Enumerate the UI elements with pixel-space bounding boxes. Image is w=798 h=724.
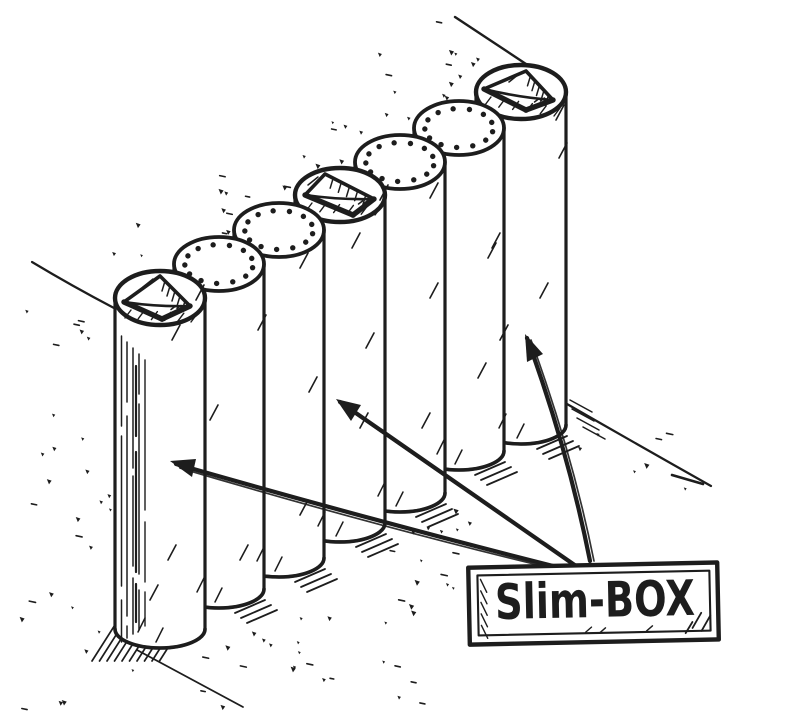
stray-ground-line: [136, 649, 244, 708]
arrow-head-middle: [336, 399, 361, 421]
slim-box-cap: [121, 274, 198, 323]
soil-texture-front: [19, 104, 713, 711]
slim-box-label: Slim-BOX: [466, 560, 721, 647]
cap-corner-knot: [368, 197, 374, 203]
leader-arrows: [170, 334, 595, 572]
slim-box-cap: [302, 172, 382, 218]
arrow-head-back: [525, 334, 543, 362]
arrow-to-middle-pile: [337, 399, 579, 569]
ground-edge-right: [136, 399, 713, 708]
ground-edge-lines: [30, 15, 528, 310]
soil-stipple-band: [73, 20, 480, 341]
label-box-hatching: [479, 578, 712, 639]
cap-corner-knot: [523, 107, 529, 113]
soil-stipple-front: [19, 309, 687, 711]
rebar-dots: [363, 140, 437, 185]
label-text: Slim-BOX: [494, 570, 695, 631]
pile-1: [112, 268, 208, 650]
ground-edge-top-right: [453, 15, 528, 66]
arrow-to-back-pile-echo: [530, 339, 595, 562]
arrow-to-back-pile: [524, 335, 593, 564]
rebar-dots: [182, 242, 256, 287]
ground-edge-left: [30, 260, 116, 310]
cap-corner-knot: [184, 304, 190, 310]
pile-wall: [112, 62, 569, 650]
base-shadow-hatching: [234, 435, 580, 624]
pile-surface-ticks: [137, 104, 568, 643]
arrow-to-front-pile: [173, 461, 564, 571]
label-box-border: [466, 560, 721, 647]
arrow-head-front: [170, 459, 196, 477]
label-box-inner-border: [476, 569, 712, 637]
cap-corner-knot: [350, 212, 356, 218]
front-pile-vertical-shading: [120, 335, 146, 643]
slim-box-cap: [481, 69, 561, 117]
rebar-dots: [242, 208, 316, 253]
rebar-dots: [422, 106, 496, 151]
arrow-to-front-pile-echo: [179, 467, 564, 572]
cap-corner-knot: [159, 316, 165, 322]
cap-corner-knot: [547, 98, 553, 104]
pile-base-arc: [113, 627, 207, 650]
